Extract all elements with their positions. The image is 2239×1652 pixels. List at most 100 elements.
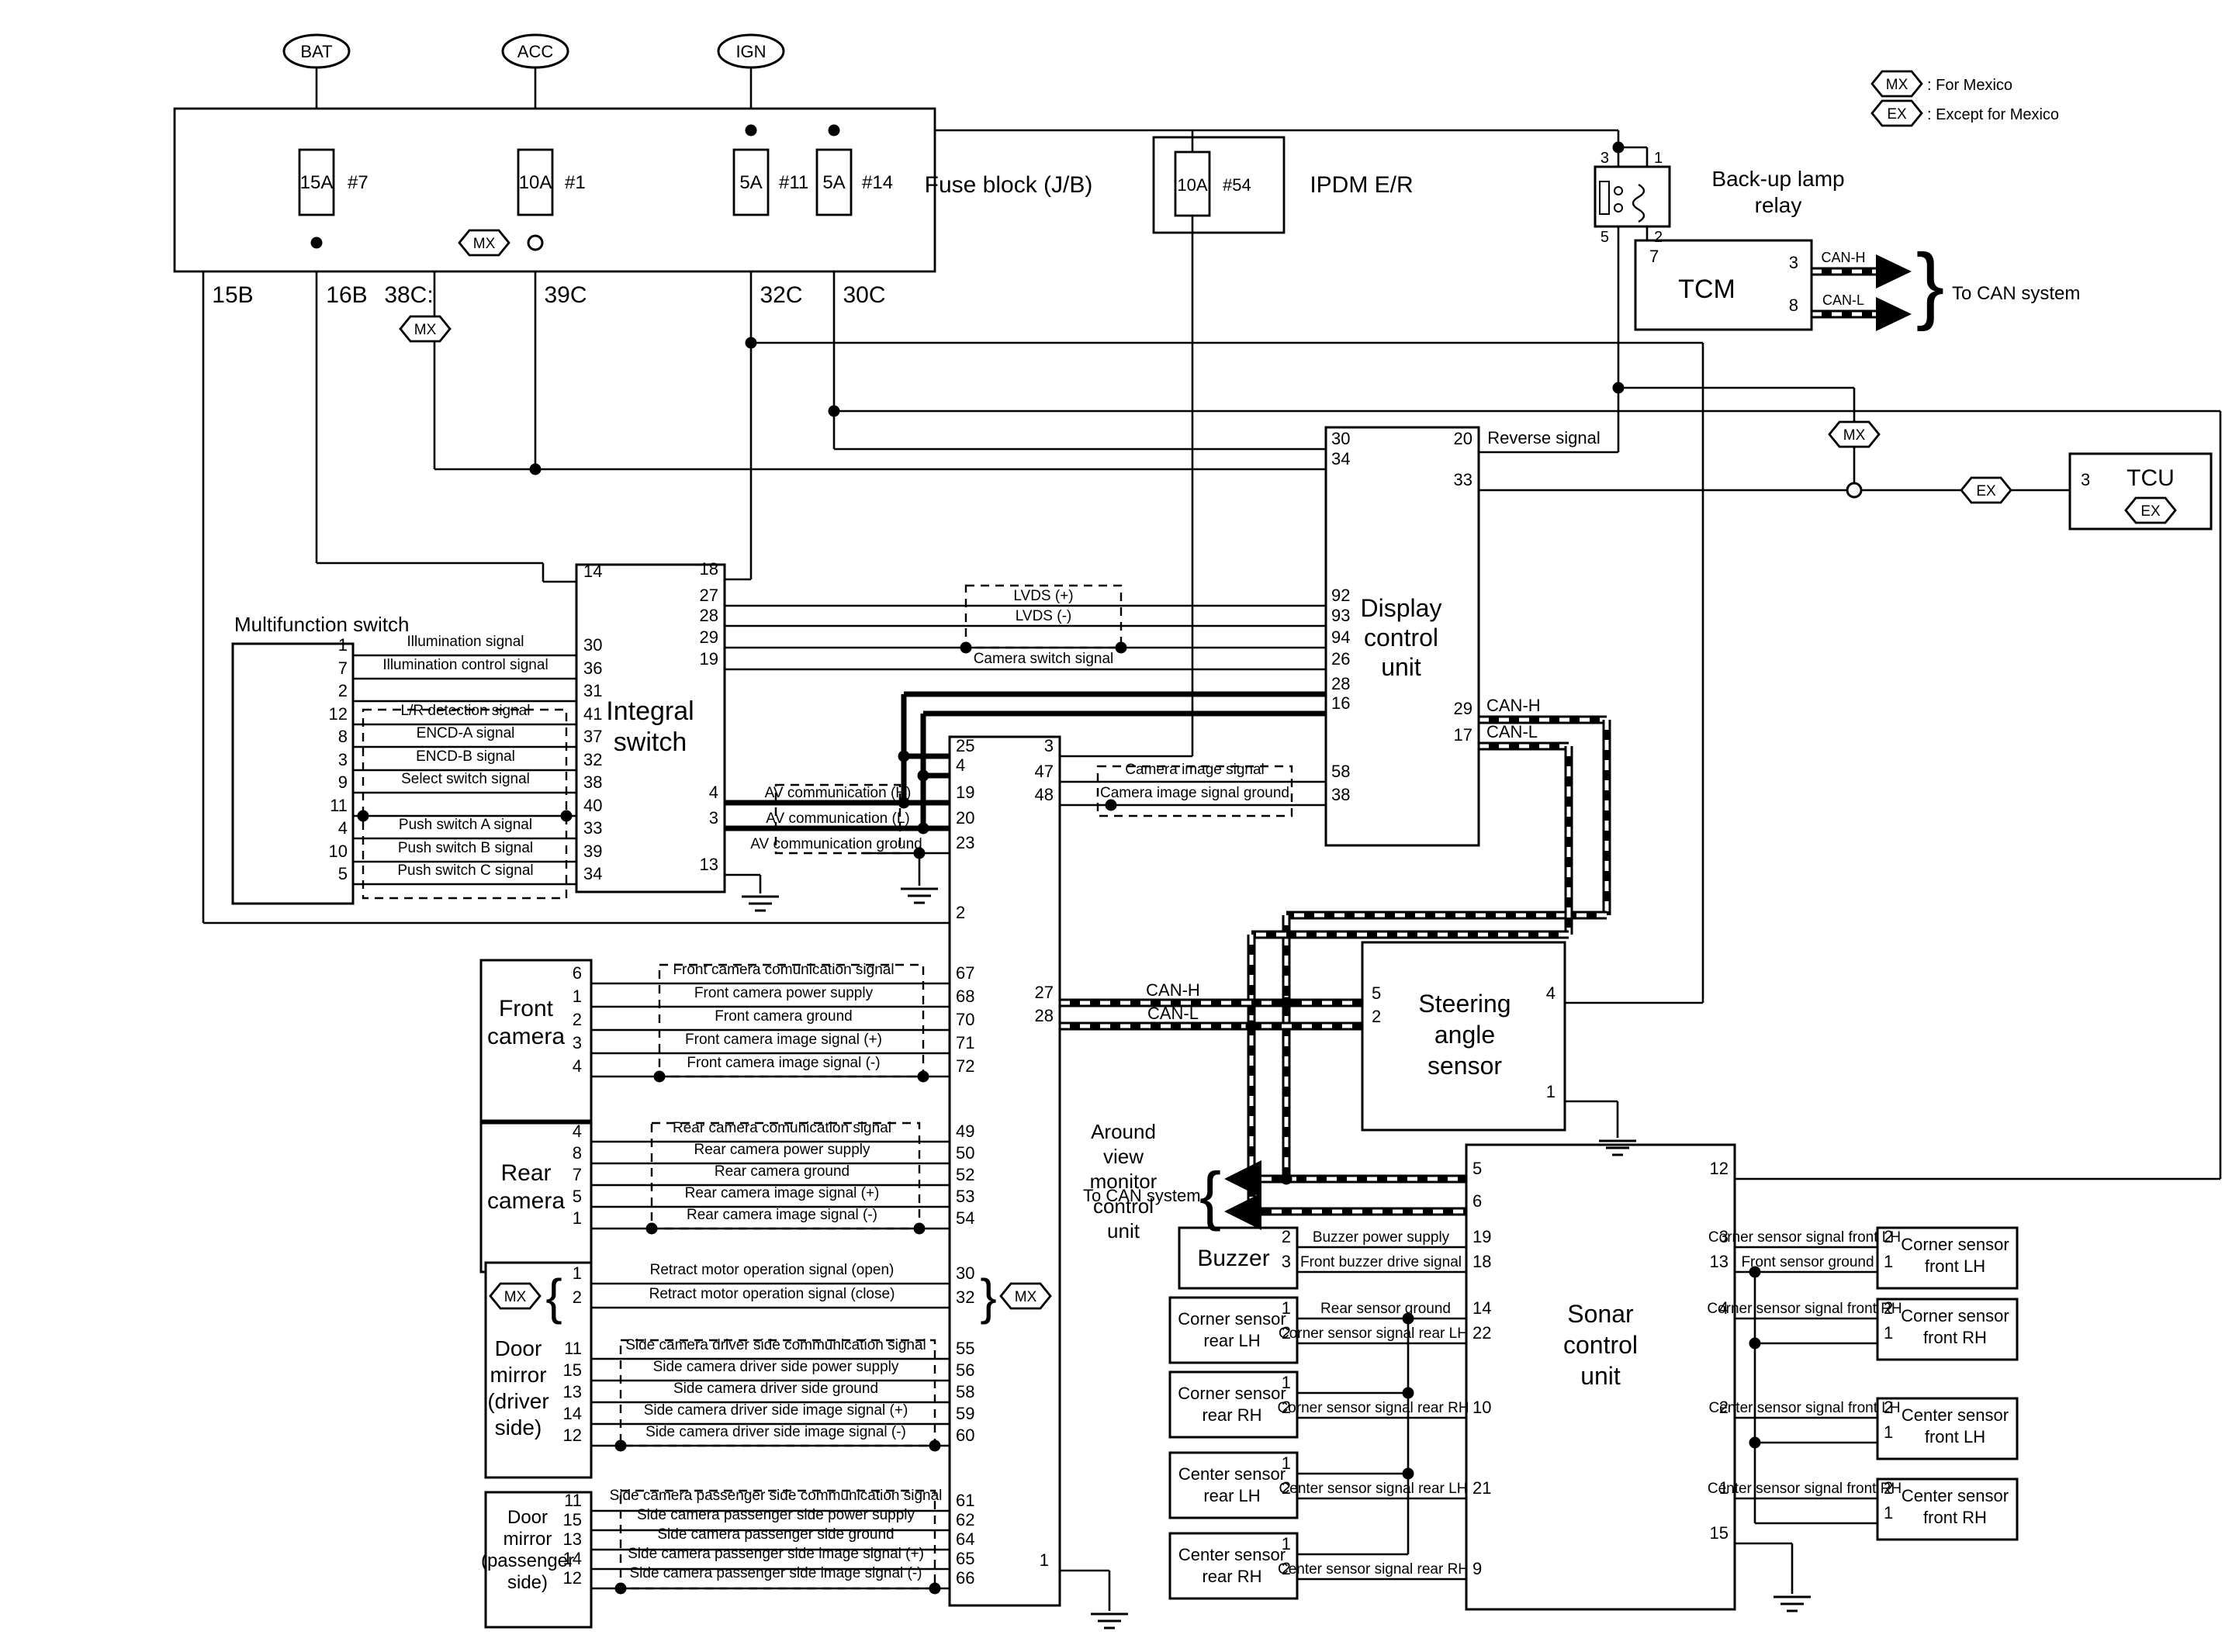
signal-label: Rear sensor ground bbox=[1320, 1301, 1451, 1317]
mx-marker-label: MX bbox=[1843, 427, 1866, 444]
junction-dot bbox=[913, 847, 926, 859]
buzzer-pin: 2 bbox=[1282, 1227, 1291, 1246]
sonar-pin: 2 bbox=[1719, 1398, 1729, 1417]
corner-rear-rh-title-2: rear RH bbox=[1202, 1405, 1261, 1425]
front-camera-pin: 1 bbox=[573, 987, 582, 1006]
display-pin: 92 bbox=[1331, 586, 1350, 605]
avm-pin: 1 bbox=[1040, 1550, 1049, 1570]
display-pin: 33 bbox=[1454, 470, 1472, 489]
backup-lamp-relay-box bbox=[1594, 165, 1671, 228]
mfs-pin: 2 bbox=[338, 681, 348, 700]
tcm-can-l-label: CAN-L bbox=[1822, 292, 1864, 308]
mfs-pin: 12 bbox=[329, 704, 348, 724]
corner-sensor-rear-rh-box bbox=[1168, 1370, 1299, 1439]
door-mirror-passenger-title-1: Door bbox=[507, 1507, 548, 1528]
corner-sensor-front-rh-box bbox=[1876, 1298, 2019, 1361]
signal-label: Center sensor signal rear RH bbox=[1278, 1561, 1469, 1578]
sonar-title-3: unit bbox=[1580, 1362, 1621, 1390]
signal-label: ENCD-B signal bbox=[416, 748, 515, 765]
tcm-brace: } bbox=[1916, 237, 1945, 332]
junction-dot bbox=[898, 750, 910, 762]
door-mirror-passenger-title-2: mirror bbox=[504, 1529, 552, 1550]
sensor-pin: 1 bbox=[1282, 1534, 1291, 1554]
sensor-pin: 1 bbox=[1884, 1422, 1893, 1442]
avm-title-1: Around bbox=[1091, 1120, 1156, 1143]
tcm-pin-8: 8 bbox=[1789, 295, 1798, 315]
sensor-pin: 2 bbox=[1884, 1478, 1893, 1498]
signal-label: Corner sensor signal front LH bbox=[1708, 1229, 1901, 1246]
front-camera-pin: 6 bbox=[573, 963, 582, 983]
junction-dot bbox=[929, 1582, 941, 1595]
fuse-54-number: #54 bbox=[1223, 175, 1251, 195]
avm-pin: 27 bbox=[1035, 983, 1054, 1002]
avm-pin: 19 bbox=[956, 783, 974, 802]
multifunction-switch-title: Multifunction switch bbox=[234, 613, 409, 636]
avm-pin: 32 bbox=[956, 1287, 974, 1307]
mx-marker-label: MX bbox=[414, 322, 437, 338]
rear-camera-pin: 4 bbox=[573, 1121, 582, 1141]
sonar-pin: 3 bbox=[1719, 1227, 1729, 1246]
junction-dot bbox=[1402, 1387, 1414, 1399]
signal-label: L/R detection signal bbox=[401, 703, 531, 719]
buzzer-pin: 3 bbox=[1282, 1252, 1291, 1271]
corner-rear-rh-title-1: Corner sensor bbox=[1178, 1384, 1286, 1403]
sensor-pin: 1 bbox=[1282, 1453, 1291, 1473]
fuse-1-number: #1 bbox=[565, 172, 586, 193]
display-pin: 34 bbox=[1331, 449, 1350, 468]
steering-title-3: sensor bbox=[1427, 1052, 1502, 1080]
mfs-pin: 9 bbox=[338, 772, 348, 792]
avm-pin: 60 bbox=[956, 1426, 974, 1445]
mirror-pin: 12 bbox=[563, 1568, 582, 1588]
fuse-5a-14-label: 5A bbox=[822, 172, 845, 193]
ex-marker-hexagon bbox=[1960, 476, 2012, 504]
front-camera-box bbox=[479, 959, 593, 1122]
signal-label: Front camera image signal (+) bbox=[685, 1032, 882, 1048]
avm-pin: 3 bbox=[1044, 736, 1054, 755]
rear-camera-title-2: camera bbox=[487, 1188, 565, 1214]
relay-title-2: relay bbox=[1755, 193, 1802, 217]
can-l-label: CAN-L bbox=[1486, 722, 1538, 741]
integral-pin: 19 bbox=[700, 649, 718, 669]
center-rear-rh-title-2: rear RH bbox=[1202, 1567, 1261, 1586]
junction-dot bbox=[917, 769, 929, 782]
connector-circle bbox=[527, 234, 544, 251]
signal-label: Side camera passenger side power supply bbox=[637, 1507, 915, 1523]
signal-label: Front camera ground bbox=[715, 1008, 852, 1025]
center-rear-lh-title-1: Center sensor bbox=[1178, 1464, 1286, 1484]
signal-label: Retract motor operation signal (open) bbox=[650, 1262, 895, 1278]
mx-marker-hexagon bbox=[489, 1282, 542, 1310]
fuse-5a-11-label: 5A bbox=[739, 172, 762, 193]
fuse-10a-1 bbox=[517, 148, 554, 216]
mirror-pin: 14 bbox=[563, 1404, 582, 1423]
tcm-box bbox=[1634, 239, 1813, 331]
relay-contact-terminal bbox=[1614, 186, 1623, 195]
fuse-10a-54 bbox=[1174, 150, 1211, 217]
bat-terminal-label: BAT bbox=[300, 42, 332, 61]
ex-marker-hexagon bbox=[2124, 496, 2177, 524]
front-camera-title-2: camera bbox=[487, 1024, 565, 1049]
signal-label: Push switch C signal bbox=[397, 862, 533, 879]
signal-label: Illumination signal bbox=[407, 634, 524, 650]
display-pin: 29 bbox=[1454, 699, 1472, 718]
display-title-3: unit bbox=[1381, 653, 1421, 681]
signal-label: AV communication (H) bbox=[765, 785, 912, 801]
mx-marker-hexagon bbox=[399, 315, 452, 343]
sensor-pin: 2 bbox=[1282, 1323, 1291, 1343]
sensor-pin: 2 bbox=[1884, 1227, 1893, 1246]
mfs-pin: 7 bbox=[338, 658, 348, 678]
sonar-pin: 15 bbox=[1710, 1523, 1729, 1543]
signal-label: Illumination control signal bbox=[382, 657, 548, 673]
relay-coil-symbol bbox=[1632, 183, 1646, 223]
integral-pin: 27 bbox=[700, 586, 718, 605]
sensor-pin: 1 bbox=[1884, 1252, 1893, 1271]
integral-pin: 30 bbox=[583, 635, 602, 655]
mirror-pin: 15 bbox=[563, 1360, 582, 1380]
signal-label: Side camera driver side image signal (+) bbox=[644, 1402, 908, 1419]
mx-marker-label: MX bbox=[504, 1289, 527, 1305]
avm-pin: 70 bbox=[956, 1010, 974, 1029]
avm-pin: 48 bbox=[1035, 785, 1054, 804]
avm-pin: 50 bbox=[956, 1143, 974, 1163]
avm-pin: 58 bbox=[956, 1382, 974, 1401]
signal-label: AV communication (L) bbox=[766, 810, 910, 827]
signal-label: Camera switch signal bbox=[974, 651, 1114, 667]
